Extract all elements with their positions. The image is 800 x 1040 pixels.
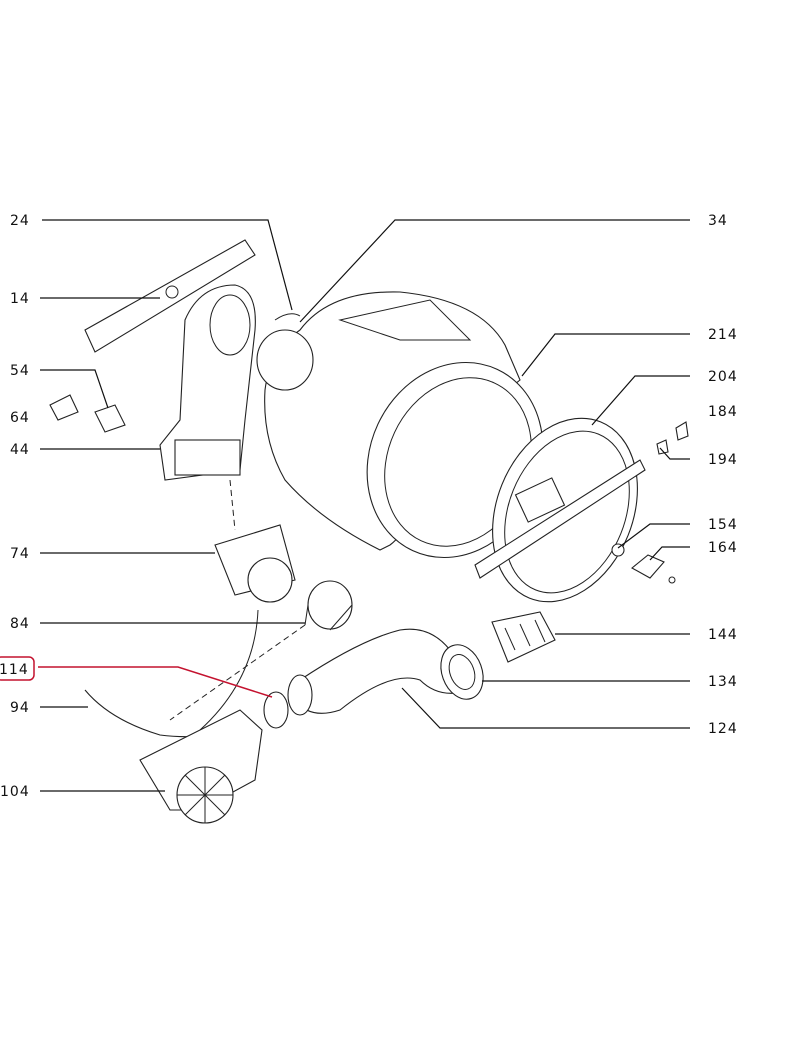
part-fan-104 <box>139 709 263 824</box>
label-134[interactable]: 134 <box>708 674 738 690</box>
label-154[interactable]: 154 <box>708 517 738 533</box>
part-bracket-14 <box>84 239 256 353</box>
label-164[interactable]: 164 <box>708 540 738 556</box>
part-coupling-84 <box>304 580 353 631</box>
label-214[interactable]: 214 <box>708 327 738 343</box>
label-84[interactable]: 84 <box>10 616 30 632</box>
label-144[interactable]: 144 <box>708 627 738 643</box>
label-14[interactable]: 14 <box>10 291 30 307</box>
label-104[interactable]: 104 <box>0 784 30 800</box>
label-184[interactable]: 184 <box>708 404 738 420</box>
label-194[interactable]: 194 <box>708 452 738 468</box>
label-24[interactable]: 24 <box>10 213 30 229</box>
part-clamp-114 <box>263 691 289 729</box>
label-54[interactable]: 54 <box>10 363 30 379</box>
part-rear-panel <box>474 417 646 603</box>
label-74[interactable]: 74 <box>10 546 30 562</box>
label-44[interactable]: 44 <box>10 442 30 458</box>
label-114[interactable]: 114 <box>0 662 29 678</box>
label-204[interactable]: 204 <box>708 369 738 385</box>
part-duct-74 <box>214 524 296 603</box>
part-duct-44 <box>159 284 256 481</box>
part-filter-144 <box>491 611 556 663</box>
highlight-leader <box>38 666 273 698</box>
part-sensor-54-64 <box>49 394 126 433</box>
highlight-box <box>0 656 35 681</box>
part-hose <box>287 628 484 716</box>
label-64[interactable]: 64 <box>10 410 30 426</box>
label-94[interactable]: 94 <box>10 700 30 716</box>
label-34[interactable]: 34 <box>708 213 728 229</box>
label-124[interactable]: 124 <box>708 721 738 737</box>
part-bearing-154-164 <box>611 543 676 584</box>
leader-lines <box>0 219 690 792</box>
part-wire <box>199 609 259 731</box>
part-small-184-194 <box>656 421 689 455</box>
